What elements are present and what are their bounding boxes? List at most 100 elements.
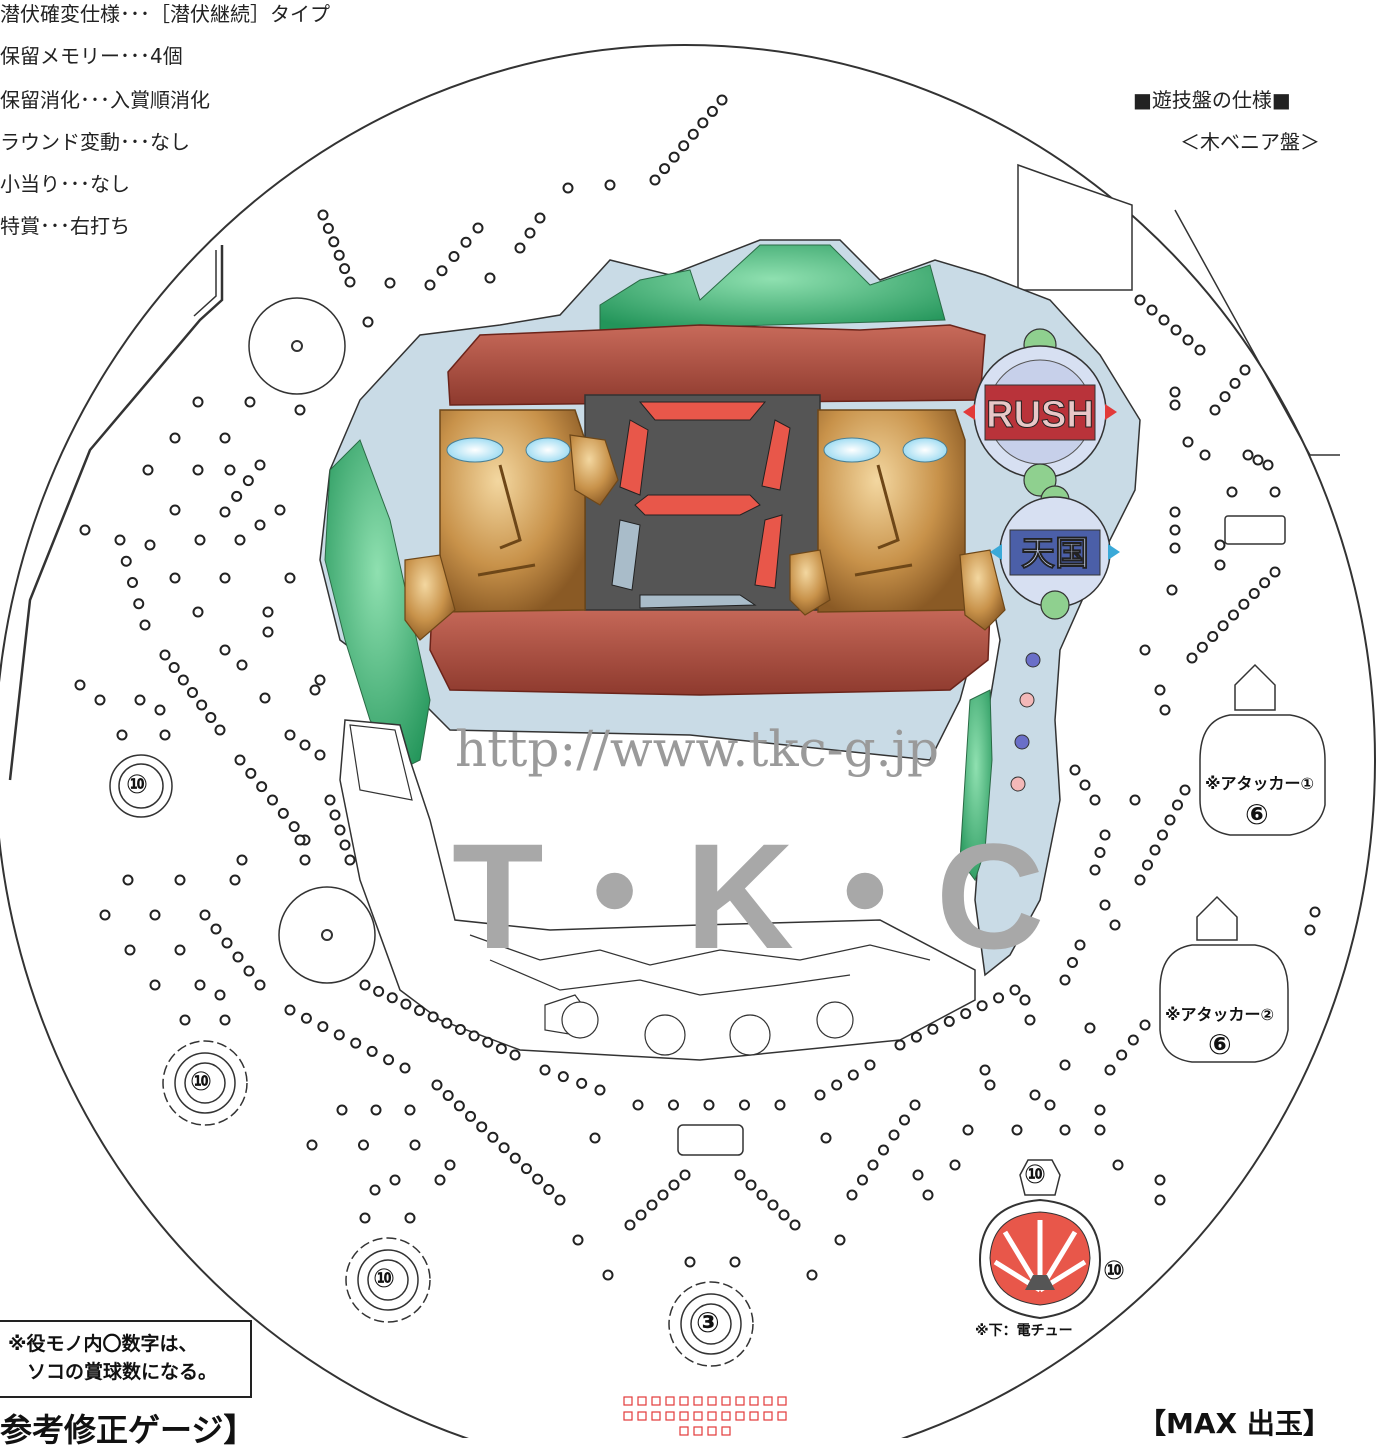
nail: [1059, 974, 1071, 986]
nail: [1134, 874, 1146, 886]
nail: [194, 979, 206, 991]
nail: [234, 754, 246, 766]
nail: [706, 105, 718, 117]
jungle-left: [324, 439, 431, 771]
pocket-left-upper-value: ⑩: [126, 770, 149, 800]
ledge-top: [447, 324, 986, 406]
nail: [495, 1043, 507, 1055]
nail: [847, 1069, 859, 1081]
nail: [219, 506, 231, 518]
nail: [1094, 1124, 1106, 1136]
nail: [232, 951, 244, 963]
gauge-title: 参考修正ゲージ】: [0, 1411, 256, 1449]
nail: [1238, 598, 1250, 610]
nail: [359, 979, 371, 991]
spec-small-hit: 小当り･･･なし: [0, 172, 130, 196]
nail: [739, 1099, 750, 1111]
nail: [1112, 1159, 1124, 1171]
nail: [254, 519, 266, 531]
nail: [834, 1234, 846, 1246]
nail: [370, 1104, 382, 1116]
attacker-2-label: ※アタッカー②: [1165, 1005, 1275, 1024]
nail: [1074, 939, 1086, 951]
nail: [389, 1174, 401, 1186]
nail: [1209, 404, 1221, 416]
nail: [453, 1100, 465, 1112]
nail: [177, 674, 189, 686]
nail: [1099, 899, 1111, 911]
nail: [576, 1077, 588, 1089]
nail: [79, 524, 91, 536]
nail: [814, 1089, 826, 1101]
nail: [509, 1049, 521, 1061]
nail: [646, 1199, 658, 1211]
nail: [74, 679, 86, 691]
nail: [431, 1079, 443, 1091]
pocket-left-lower: [345, 1237, 431, 1323]
nail: [134, 694, 146, 706]
nail: [1142, 859, 1153, 871]
nail: [1182, 436, 1194, 448]
nail: [1169, 399, 1181, 411]
attacker-1-value: ⑥: [1245, 798, 1269, 831]
nail: [684, 1256, 696, 1268]
nail: [1309, 906, 1321, 918]
nail: [1154, 1194, 1166, 1206]
nail: [649, 174, 661, 186]
seg-top-left: [619, 419, 649, 496]
nail: [806, 1269, 818, 1281]
nail: [1259, 577, 1271, 589]
nail: [960, 1008, 972, 1020]
tulip-denchu: [978, 1159, 1102, 1320]
nail: [169, 572, 181, 584]
nail: [910, 1031, 922, 1043]
board-outline: [0, 44, 1376, 1438]
nail: [557, 1071, 569, 1083]
nail: [339, 263, 351, 275]
nail: [962, 1124, 974, 1136]
start-chucker-top: [677, 1124, 744, 1156]
nail: [262, 606, 274, 618]
attacker-2: [1159, 895, 1289, 1063]
nail: [288, 821, 300, 833]
nail: [94, 694, 106, 706]
denchu-label: ※下：電チュー: [975, 1323, 1073, 1339]
nail: [543, 1184, 555, 1196]
nail: [532, 1173, 544, 1185]
nail: [1269, 486, 1281, 498]
nail: [116, 729, 128, 741]
ledge-bottom: [429, 604, 991, 696]
nail: [524, 227, 536, 239]
nail: [448, 251, 460, 262]
nail: [306, 1139, 318, 1151]
nail: [912, 1169, 924, 1181]
nail: [520, 1163, 532, 1175]
nail: [927, 1023, 939, 1035]
nail: [668, 1179, 680, 1191]
nail: [659, 163, 671, 175]
seg-top-right: [761, 419, 791, 491]
nail: [373, 985, 385, 997]
nail: [922, 1189, 934, 1201]
nail: [267, 794, 278, 806]
nail: [210, 923, 222, 935]
nail: [219, 572, 231, 584]
nail: [604, 179, 616, 191]
nail: [729, 1256, 741, 1268]
rush-text: RUSH: [986, 394, 1094, 436]
nail: [984, 1079, 996, 1091]
nail: [262, 626, 274, 638]
nail: [1186, 652, 1198, 664]
seg-middle: [634, 494, 761, 516]
nail: [300, 1012, 312, 1024]
nail: [1079, 779, 1091, 791]
watermark-url: http://www.tkc-g.jp: [455, 720, 939, 778]
board-spec-title: ■遊技盤の仕様■: [1133, 88, 1291, 112]
nail: [687, 128, 699, 140]
nail: [820, 1132, 832, 1144]
nail: [1157, 829, 1168, 841]
nail: [358, 1139, 369, 1151]
nail: [1172, 799, 1183, 811]
nail: [846, 1189, 858, 1201]
